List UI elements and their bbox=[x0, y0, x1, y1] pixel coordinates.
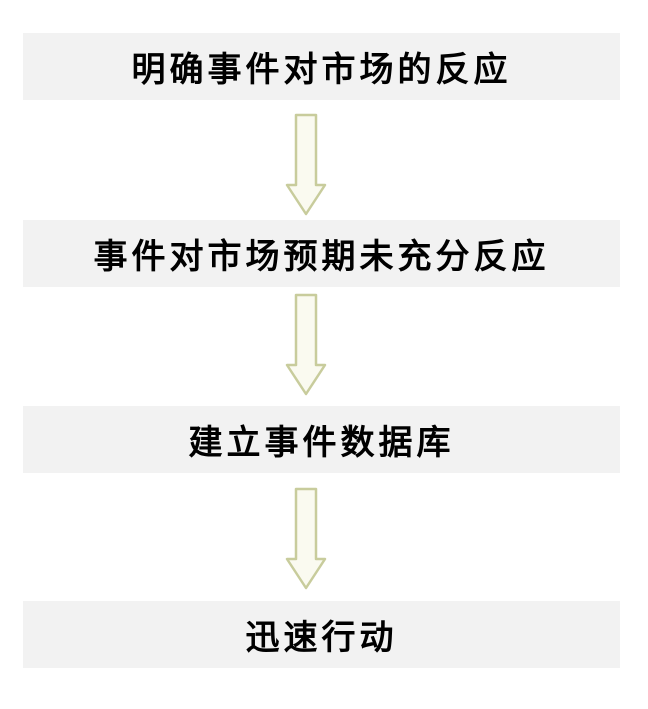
step-box-1: 明确事件对市场的反应 bbox=[23, 33, 620, 100]
step-box-4: 迅速行动 bbox=[23, 601, 620, 668]
down-arrow-icon bbox=[285, 487, 327, 590]
step-label-3: 建立事件数据库 bbox=[188, 423, 455, 463]
step-box-2: 事件对市场预期未充分反应 bbox=[23, 220, 620, 287]
down-arrow-icon bbox=[285, 293, 327, 396]
step-label-2: 事件对市场预期未充分反应 bbox=[93, 237, 550, 277]
step-label-1: 明确事件对市场的反应 bbox=[131, 50, 512, 90]
step-label-4: 迅速行动 bbox=[245, 618, 398, 658]
step-box-3: 建立事件数据库 bbox=[23, 406, 620, 473]
down-arrow-icon bbox=[285, 113, 327, 216]
